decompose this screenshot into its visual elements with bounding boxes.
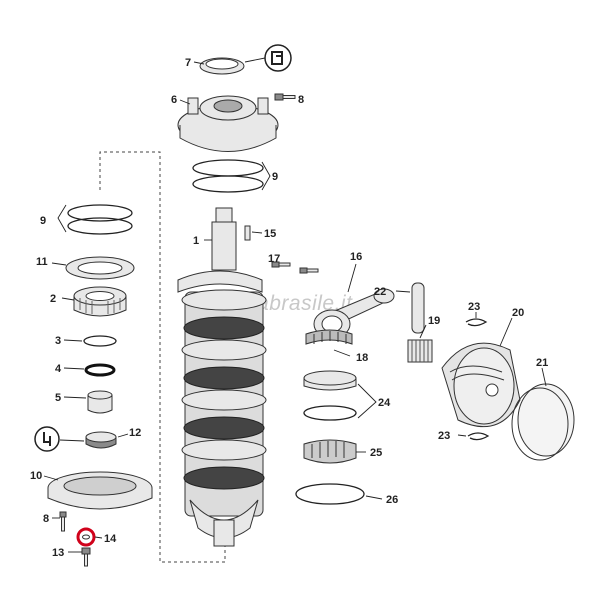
label-16: 16 (350, 251, 362, 263)
label-9-top: 9 (272, 171, 278, 183)
label-24: 24 (378, 397, 391, 409)
label-11: 11 (36, 256, 48, 268)
part-25-bearing-cage (303, 439, 357, 464)
label-5: 5 (55, 392, 61, 404)
label-10: 10 (30, 470, 42, 482)
grease-icon (34, 426, 60, 452)
label-4: 4 (55, 363, 62, 375)
part-1-crankshaft (177, 207, 267, 547)
label-26: 26 (386, 494, 398, 506)
highlight-circle (76, 527, 96, 547)
part-7-seal (199, 57, 245, 75)
part-15-key (244, 225, 251, 241)
label-2: 2 (50, 293, 56, 305)
label-8-bottom: 8 (43, 513, 49, 525)
label-23-top: 23 (468, 301, 480, 313)
part-23-circlip-bottom (467, 432, 490, 441)
part-22-wrist-pin (411, 282, 425, 334)
part-5-bushing (87, 390, 113, 414)
label-25: 25 (370, 447, 382, 459)
part-8-bolt-bottom (59, 511, 67, 532)
label-22: 22 (374, 286, 386, 298)
label-15: 15 (264, 228, 276, 240)
part-3-retaining-ring (83, 335, 117, 347)
part-2-roller-bearing (73, 286, 127, 317)
part-23-circlip-top (465, 318, 488, 327)
label-18: 18 (356, 352, 368, 364)
part-4-o-ring (84, 363, 116, 377)
label-20: 20 (512, 307, 524, 319)
part-9-o-rings-top (192, 159, 264, 193)
part-26-o-ring (295, 483, 365, 505)
label-17: 17 (268, 253, 280, 265)
sealant-icon (264, 44, 292, 72)
label-6: 6 (171, 94, 177, 106)
part-12-seal (85, 431, 117, 449)
label-13: 13 (52, 547, 64, 559)
part-10-lower-housing (47, 471, 153, 510)
part-8-bolt-top (274, 93, 296, 101)
label-7: 7 (185, 57, 191, 69)
part-14-washer-highlighted[interactable] (76, 527, 96, 547)
label-23-bottom: 23 (438, 430, 450, 442)
part-19-needle-bearing (407, 339, 433, 363)
part-18-bearing-cage (305, 329, 353, 345)
part-13-screw (81, 547, 91, 567)
label-12: 12 (129, 427, 141, 439)
label-21: 21 (536, 357, 548, 369)
part-20-piston (441, 342, 521, 428)
part-11-seal-plate (65, 256, 135, 280)
part-17-bolts (271, 261, 319, 274)
label-8-top: 8 (298, 94, 304, 106)
part-6-bearing-housing (177, 95, 279, 152)
assembly-guide-line (99, 151, 226, 563)
label-3: 3 (55, 335, 61, 347)
label-14: 14 (104, 533, 117, 545)
label-19: 19 (428, 315, 440, 327)
part-9-o-rings-left (67, 204, 133, 235)
label-9-left: 9 (40, 215, 46, 227)
part-21-piston-rings (511, 383, 575, 461)
part-24-bearing-races (303, 370, 357, 421)
label-1: 1 (193, 235, 199, 247)
